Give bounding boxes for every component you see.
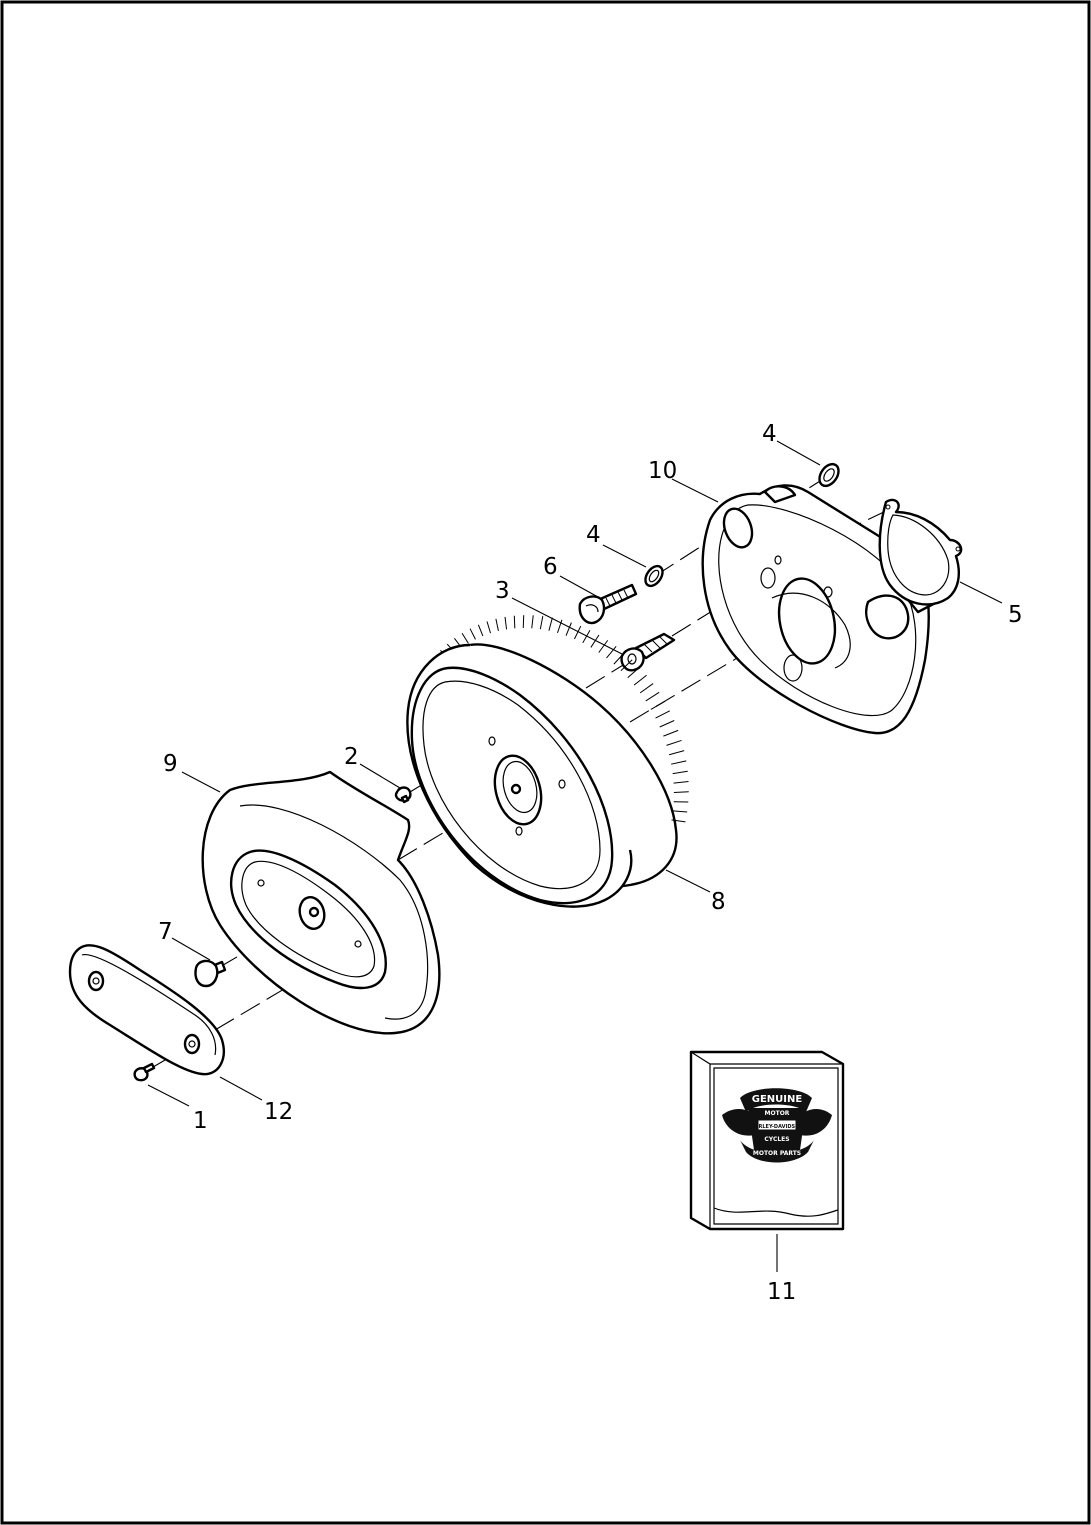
logo-motor-parts-text: MOTOR PARTS xyxy=(753,1150,801,1157)
filter-pleat-line xyxy=(582,630,591,644)
filter-pleat-line xyxy=(620,659,633,672)
callout-10: 10 xyxy=(648,458,677,484)
o-ring-part-4-upper xyxy=(818,462,840,488)
callout-11: 11 xyxy=(767,1279,796,1305)
filter-pleat-line xyxy=(557,619,563,634)
callout-4-upper: 4 xyxy=(762,421,777,447)
filter-pleat-line xyxy=(539,616,544,630)
callout-8: 8 xyxy=(711,889,726,915)
filter-pleat-line xyxy=(672,770,688,775)
callout-9: 9 xyxy=(163,751,178,777)
harley-davidson-logo: GENUINE MOTOR HARLEY-DAVIDSON CYCLES MOT… xyxy=(722,1088,832,1163)
screw-part-1 xyxy=(133,1062,156,1082)
filter-pleat-line xyxy=(627,666,640,679)
breather-part-3 xyxy=(620,632,676,672)
filter-pleat-line xyxy=(666,739,682,746)
filter-pleat-line xyxy=(565,622,572,636)
filter-pleat-line xyxy=(477,624,484,637)
callout-3: 3 xyxy=(495,578,510,604)
filter-pleat-line xyxy=(606,645,617,659)
filter-pleat-line xyxy=(495,618,499,632)
filter-pleat-line xyxy=(645,691,660,702)
filter-pleat-line xyxy=(598,640,609,653)
filter-pleat-line xyxy=(671,760,687,765)
callout-5: 5 xyxy=(1008,602,1023,628)
callout-7: 7 xyxy=(158,919,173,945)
callout-numbers: 4 10 4 6 3 5 9 2 8 7 1 12 11 xyxy=(158,421,1023,1305)
filter-pleat-line xyxy=(590,634,600,648)
filter-pleat-line xyxy=(504,616,508,630)
filter-pleat-line xyxy=(668,750,685,756)
o-ring-part-4-lower xyxy=(644,564,664,588)
logo-genuine-text: GENUINE xyxy=(752,1094,803,1105)
filter-pleat-line xyxy=(461,632,469,644)
filter-pleat-line xyxy=(650,700,666,710)
callout-2: 2 xyxy=(344,744,359,770)
filter-pleat-line xyxy=(633,674,647,686)
filter-pleat-line xyxy=(548,617,553,631)
backplate-part-10 xyxy=(701,484,947,735)
logo-brand-text: HARLEY-DAVIDSON xyxy=(750,1124,803,1130)
callout-12: 12 xyxy=(264,1099,293,1125)
filter-pleat-line xyxy=(469,628,476,640)
filter-pleat-line xyxy=(573,625,582,640)
filter-pleat-line xyxy=(613,652,625,665)
filter-pleat-line xyxy=(639,683,654,694)
filter-pleat-line xyxy=(655,710,671,719)
filter-pleat-line xyxy=(531,615,534,629)
filter-pleat-line xyxy=(672,810,688,813)
parts-kit-part-11: GENUINE MOTOR HARLEY-DAVIDSON CYCLES MOT… xyxy=(689,1050,845,1231)
bolt-part-7 xyxy=(194,959,227,988)
bolt-part-6 xyxy=(578,583,638,625)
screw-part-2 xyxy=(394,786,412,804)
trim-plate-part-12 xyxy=(68,944,225,1076)
leader-lines xyxy=(147,440,1003,1272)
callout-4-lower: 4 xyxy=(586,522,601,548)
filter-pleat-line xyxy=(673,791,689,793)
filter-element-part-8 xyxy=(406,615,689,908)
logo-cycles-text: CYCLES xyxy=(764,1136,789,1143)
logo-motor-text: MOTOR xyxy=(765,1110,790,1117)
cover-part-9 xyxy=(201,770,441,1035)
filter-pleat-line xyxy=(486,621,492,634)
callout-6: 6 xyxy=(543,554,558,580)
filter-pleat-line xyxy=(663,729,679,737)
gasket-part-5 xyxy=(878,498,963,606)
filter-pleat-line xyxy=(671,819,686,823)
filter-pleat-line xyxy=(513,615,516,629)
filter-pleat-line xyxy=(673,781,689,784)
filter-pleat-line xyxy=(659,720,675,728)
callout-1: 1 xyxy=(193,1108,208,1134)
